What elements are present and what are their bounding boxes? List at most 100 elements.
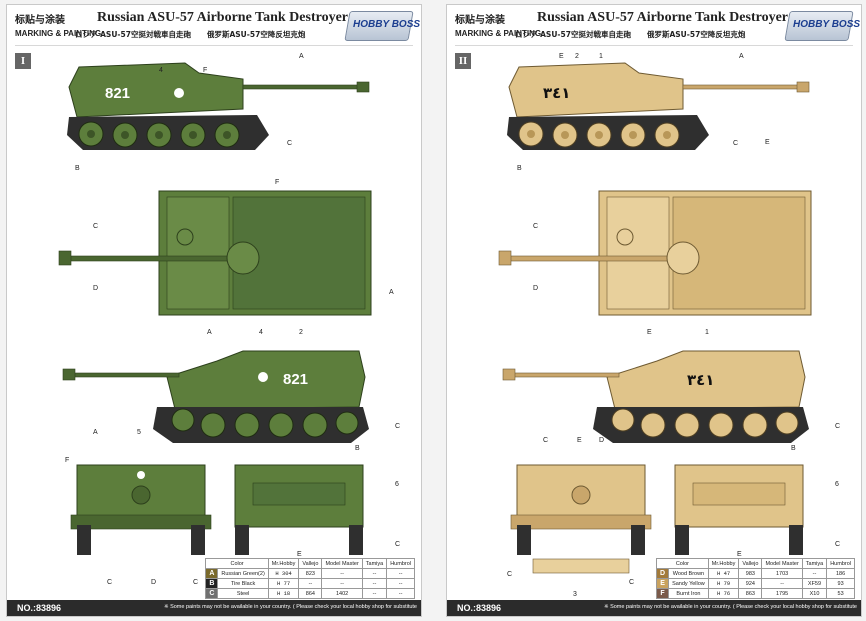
callout-c-top-view: C: [533, 223, 539, 230]
callout-c-front: C: [543, 437, 549, 444]
brand-logo: HOBBY BOSS: [784, 11, 860, 41]
top-view: [58, 190, 372, 316]
callout-e-top: E: [559, 53, 564, 60]
subtitle-cn: 俄罗斯ASU-57空降反坦克炮: [646, 30, 746, 39]
callout-6-rear: 6: [835, 481, 839, 488]
callout-c-top-view: C: [93, 223, 99, 230]
rear-view: [234, 464, 364, 555]
callout-c-rear: C: [835, 541, 841, 548]
header-divider: [455, 45, 853, 46]
callout-a-top: A: [299, 53, 304, 60]
callout-b-right-side: B: [355, 445, 360, 452]
side-view-left: ٣٤١: [507, 62, 810, 150]
vehicle-drawings: 821 821: [58, 62, 372, 555]
instruction-sheet-2: 标贴与涂装 MARKING & PAINTING Russian ASU-57 …: [446, 4, 862, 617]
callout-2-right-side: 2: [299, 329, 303, 336]
header-label-en: MARKING & PAINTING: [15, 29, 102, 38]
header-label-block: 标贴与涂装 MARKING & PAINTING: [15, 11, 101, 38]
hull-number-side-2: ٣٤١: [687, 371, 714, 389]
callout-c-front-2: C: [629, 579, 635, 586]
paint-table: Color Mr.Hobby Vallejo Model Master Tami…: [655, 558, 855, 599]
paint-row: B Tire Black H 77 -- -- -- --: [205, 578, 415, 589]
callout-b-side: B: [75, 165, 80, 172]
brand-logo-text: HOBBY BOSS: [793, 19, 861, 30]
callout-b-right-side: B: [791, 445, 796, 452]
subtitle-jp: ロシア ASU-57空挺対戦車自走砲: [515, 30, 631, 39]
header-label-jp: 标贴与涂装: [455, 15, 505, 26]
paint-table-header: Color Mr.Hobby Vallejo Model Master Tami…: [656, 558, 855, 569]
header-label-block: 标贴与涂装 MARKING & PAINTING: [455, 11, 541, 38]
model-number: NO.:83896: [457, 603, 502, 613]
model-number: NO.:83896: [17, 603, 62, 613]
callout-a-top: A: [739, 53, 744, 60]
vehicle-drawings: ٣٤١ ٣٤١: [498, 62, 812, 574]
callout-c-front-2: C: [193, 579, 199, 586]
callout-5-front: 5: [137, 429, 141, 436]
callout-f-front: F: [65, 457, 70, 464]
header-label-en: MARKING & PAINTING: [455, 29, 542, 38]
callout-e-front: E: [577, 437, 582, 444]
side-view-right: 821: [62, 350, 369, 443]
callout-c-right-side: C: [835, 423, 841, 430]
paint-table-header: Color Mr.Hobby Vallejo Model Master Tami…: [205, 558, 415, 569]
callout-d-top-view: D: [93, 285, 99, 292]
subtitle-jp: ロシア ASU-57空挺対戦車自走砲: [75, 30, 191, 39]
callout-a-right-side: A: [207, 329, 212, 336]
callout-e-rear: E: [737, 551, 742, 558]
subtitle-row: ロシア ASU-57空挺対戦車自走砲 俄罗斯ASU-57空降反坦克炮: [75, 29, 305, 40]
scheme-plate: I: [15, 53, 31, 69]
callout-c-rear: C: [395, 541, 401, 548]
brand-logo: HOBBY BOSS: [344, 11, 420, 41]
callout-3-front: 3: [573, 591, 577, 598]
top-view: [498, 190, 812, 316]
hull-number-side-2: 821: [283, 371, 308, 388]
footer-bar: NO.:83896 ※ Some paints may not be avail…: [7, 600, 421, 616]
callout-4-right-side: 4: [259, 329, 263, 336]
subtitle-cn: 俄罗斯ASU-57空降反坦克炮: [206, 30, 306, 39]
callout-1-right-side: 1: [705, 329, 709, 336]
hull-number-side: ٣٤١: [543, 84, 570, 102]
instruction-sheet-1: 标贴与涂装 MARKING & PAINTING Russian ASU-57 …: [6, 4, 422, 617]
callout-f-top-view: F: [275, 179, 280, 186]
callout-e-right-side: E: [647, 329, 652, 336]
subtitle-row: ロシア ASU-57空挺対戦車自走砲 俄罗斯ASU-57空降反坦克炮: [515, 29, 745, 40]
callout-1-top: 1: [599, 53, 603, 60]
paint-footnote: ※ Some paints may not be available in yo…: [163, 604, 417, 610]
callout-e-top-view: E: [765, 139, 770, 146]
page-title: Russian ASU-57 Airborne Tank Destroyer: [97, 10, 349, 25]
callout-c-front-3: C: [507, 571, 513, 578]
callout-c-side: C: [733, 140, 739, 147]
callout-a-front: A: [93, 429, 98, 436]
paint-row: A Russian Green(2) H 304 823 -- -- --: [205, 568, 415, 579]
footer-bar: NO.:83896 ※ Some paints may not be avail…: [447, 600, 861, 616]
page-title: Russian ASU-57 Airborne Tank Destroyer: [537, 10, 789, 25]
paint-row: E Sandy Yellow H 79 924 -- XF59 93: [655, 578, 855, 589]
callout-b-side: B: [517, 165, 522, 172]
callout-f-top: F: [203, 67, 208, 74]
scheme-plate: II: [455, 53, 471, 69]
header-divider: [15, 45, 413, 46]
side-view-right: ٣٤١: [502, 350, 809, 443]
hull-number-side: 821: [105, 85, 130, 102]
paint-row: F Burnt Iron H 76 863 1795 X10 53: [655, 588, 855, 599]
callout-c-side: C: [287, 140, 293, 147]
rear-view: [674, 464, 804, 555]
paint-table: Color Mr.Hobby Vallejo Model Master Tami…: [205, 558, 415, 599]
callout-6-rear: 6: [395, 481, 399, 488]
callout-c-right-side: C: [395, 423, 401, 430]
callout-e-rear: E: [297, 551, 302, 558]
callout-d-front: D: [151, 579, 157, 586]
callout-d-top-view: D: [533, 285, 539, 292]
brand-logo-text: HOBBY BOSS: [353, 19, 421, 30]
paint-row: C Steel H 18 864 1402 -- --: [205, 588, 415, 599]
front-view: [510, 464, 652, 574]
callout-c-front: C: [107, 579, 113, 586]
paint-row: D Wood Brown H 47 983 1703 -- 186: [655, 568, 855, 579]
callout-2-top: 2: [575, 53, 579, 60]
header-label-jp: 标贴与涂装: [15, 15, 65, 26]
front-view: [70, 464, 212, 555]
paint-footnote: ※ Some paints may not be available in yo…: [603, 604, 857, 610]
side-view-left: 821: [67, 62, 370, 150]
callout-d-front: D: [599, 437, 605, 444]
callout-a-top-view: A: [389, 289, 394, 296]
